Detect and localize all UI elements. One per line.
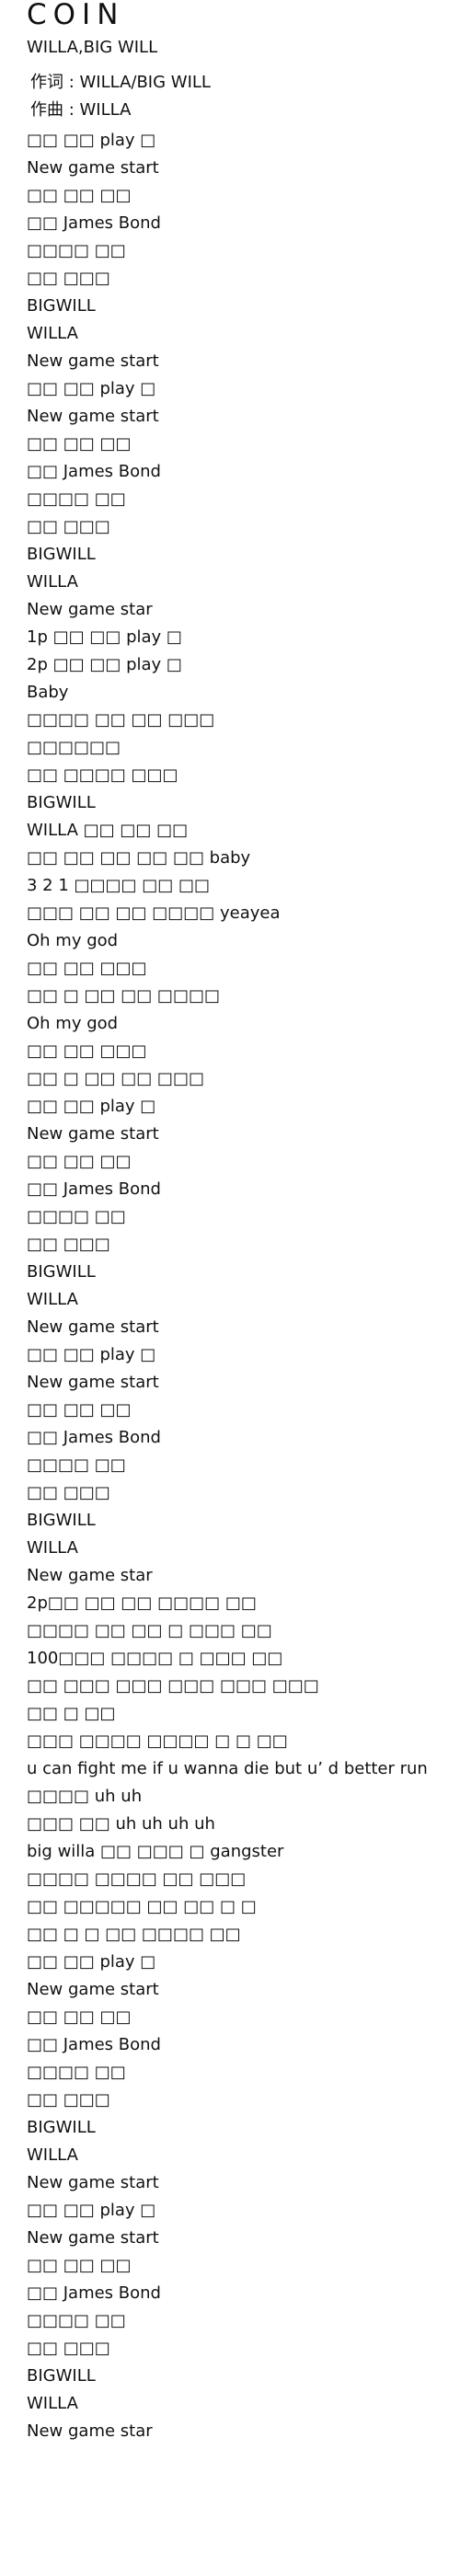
lyric-line: New game start [27,1124,159,1144]
lyric-line: 3 2 1 □□□□ □□ □□ [27,876,211,895]
lyric-line: □□□ □□□□ □□□□ □ □ □□ [27,1731,288,1751]
lyric-line: 1p □□ □□ play □ [27,627,182,647]
lyric-line: New game start [27,1373,159,1392]
lyric-line: Baby [27,683,69,702]
lyric-line: □□□□ □□ [27,1455,126,1475]
lyric-line: □□□□ □□□□ □□ □□□ [27,1869,247,1889]
lyric-line: WILLA [27,324,78,343]
lyric-line: □□ □□□ [27,2339,110,2358]
lyric-line: □□ □□ play □ [27,1097,156,1116]
lyric-line: 2p □□ □□ play □ [27,655,182,674]
lyric-line: big willa □□ □□□ □ gangster [27,1842,284,1861]
lyric-line: □□ □□ □□ [27,186,132,205]
song-artist: WILLA,BIG WILL [27,38,158,57]
lyric-line: WILLA [27,2145,78,2165]
lyric-line: □□ □ □□ □□ □□□□ [27,986,220,1006]
lyric-line: □□ □ □ □□ □□□□ □□ [27,1925,241,1944]
lyric-line: □□ James Bond [27,213,161,233]
lyric-line: BIGWILL [27,793,96,812]
lyric-line: WILLA [27,1290,78,1309]
lyric-line: □□ □□ play □ [27,379,156,398]
lyric-line: New game start [27,1980,159,1999]
lyric-line: New game start [27,2228,159,2248]
song-title: COIN [27,0,125,31]
lyric-line: □□ □□□ [27,517,110,536]
lyric-line: □□ □ □□ □□ □□□ [27,1069,204,1088]
lyric-line: □□ □□ □□ [27,1152,132,1171]
lyric-line: □□ □□ play □ [27,2201,156,2220]
lyric-line: □□ James Bond [27,2035,161,2054]
lyric-line: WILLA [27,572,78,592]
lyric-line: □□□□ □□ [27,1207,126,1226]
lyric-line: □□ □□ □□ [27,2007,132,2027]
lyric-line: □□□□ □□ □□ □□□ [27,710,215,730]
lyric-line: BIGWILL [27,296,96,316]
lyric-line: □□ □□ □□□ [27,959,147,978]
composer-credit: 作曲 : WILLA [30,100,132,120]
lyric-line: □□ □□ □□ □□ □□ baby [27,848,251,868]
lyric-line: u can fight me if u wanna die but u’ d b… [27,1759,428,1778]
lyric-line: □□ □□□ [27,269,110,288]
lyrics-list: □□ □□ play □ New game start □□ □□ □□ □□ Jam… [27,127,459,2445]
lyric-line: □□ □□ □□□ [27,1041,147,1061]
lyric-line: □□□□ □□ [27,241,126,260]
lyric-line: New game star [27,1566,153,1585]
lyric-line: BIGWILL [27,1262,96,1282]
lyric-line: WILLA □□ □□ □□ [27,821,189,840]
lyric-line: □□□ □□ uh uh uh uh [27,1814,215,1834]
lyric-line: WILLA [27,1538,78,1558]
lyric-line: □□ James Bond [27,462,161,481]
lyric-line: New game star [27,2421,153,2441]
lyric-line: New game start [27,351,159,371]
lyric-line: 100□□□ □□□□ □ □□□ □□ [27,1649,283,1668]
lyric-line: 2p□□ □□ □□ □□□□ □□ [27,1593,257,1613]
lyric-line: □□ □□□ [27,1235,110,1254]
lyric-line: □□□□ □□ [27,2063,126,2082]
lyric-line: BIGWILL [27,1511,96,1530]
lyric-line: New game start [27,407,159,426]
lyric-line: □□ James Bond [27,2283,161,2303]
lyric-line: □□ □□ □□ [27,2256,132,2275]
lyric-line: □□□□ □□ [27,2311,126,2330]
lyric-line: □□□□ uh uh [27,1787,143,1806]
lyric-line: □□□□ □□ [27,489,126,509]
lyric-line: □□ □□ play □ [27,1952,156,1972]
lyric-line: □□□ □□ □□ □□□□ yeayea [27,903,281,923]
lyric-line: □□ James Bond [27,1179,161,1199]
lyric-line: New game start [27,2173,159,2192]
lyric-line: WILLA [27,2394,78,2413]
lyric-line: □□ James Bond [27,1428,161,1447]
lyric-line: □□ □□□ □□□ □□□ □□□ □□□ [27,1676,319,1696]
lyric-line: □□ □□ □□ [27,1400,132,1420]
lyric-line: BIGWILL [27,2366,96,2386]
lyric-line: □□ □□ play □ [27,131,156,150]
lyric-line: □□ □ □□ [27,1704,116,1723]
lyric-line: □□ □□□□□ □□ □□ □ □ [27,1897,257,1916]
lyric-line: Oh my god [27,1014,119,1033]
lyric-line: New game start [27,1317,159,1337]
lyric-line: BIGWILL [27,545,96,564]
lyric-line: □□ □□ play □ [27,1345,156,1364]
lyric-line: New game start [27,158,159,178]
lyric-line: □□ □□□□ □□□ [27,765,178,785]
lyric-line: □□□□ □□ □□ □ □□□ □□ [27,1621,272,1640]
lyric-line: New game star [27,600,153,619]
lyric-line: □□ □□ □□ [27,434,132,454]
lyric-line: □□ □□□ [27,1483,110,1502]
lyricist-credit: 作词 : WILLA/BIG WILL [30,73,211,92]
lyric-line: BIGWILL [27,2118,96,2137]
lyric-line: □□□□□□ [27,738,121,757]
lyric-line: □□ □□□ [27,2090,110,2110]
lyric-line: Oh my god [27,931,119,950]
